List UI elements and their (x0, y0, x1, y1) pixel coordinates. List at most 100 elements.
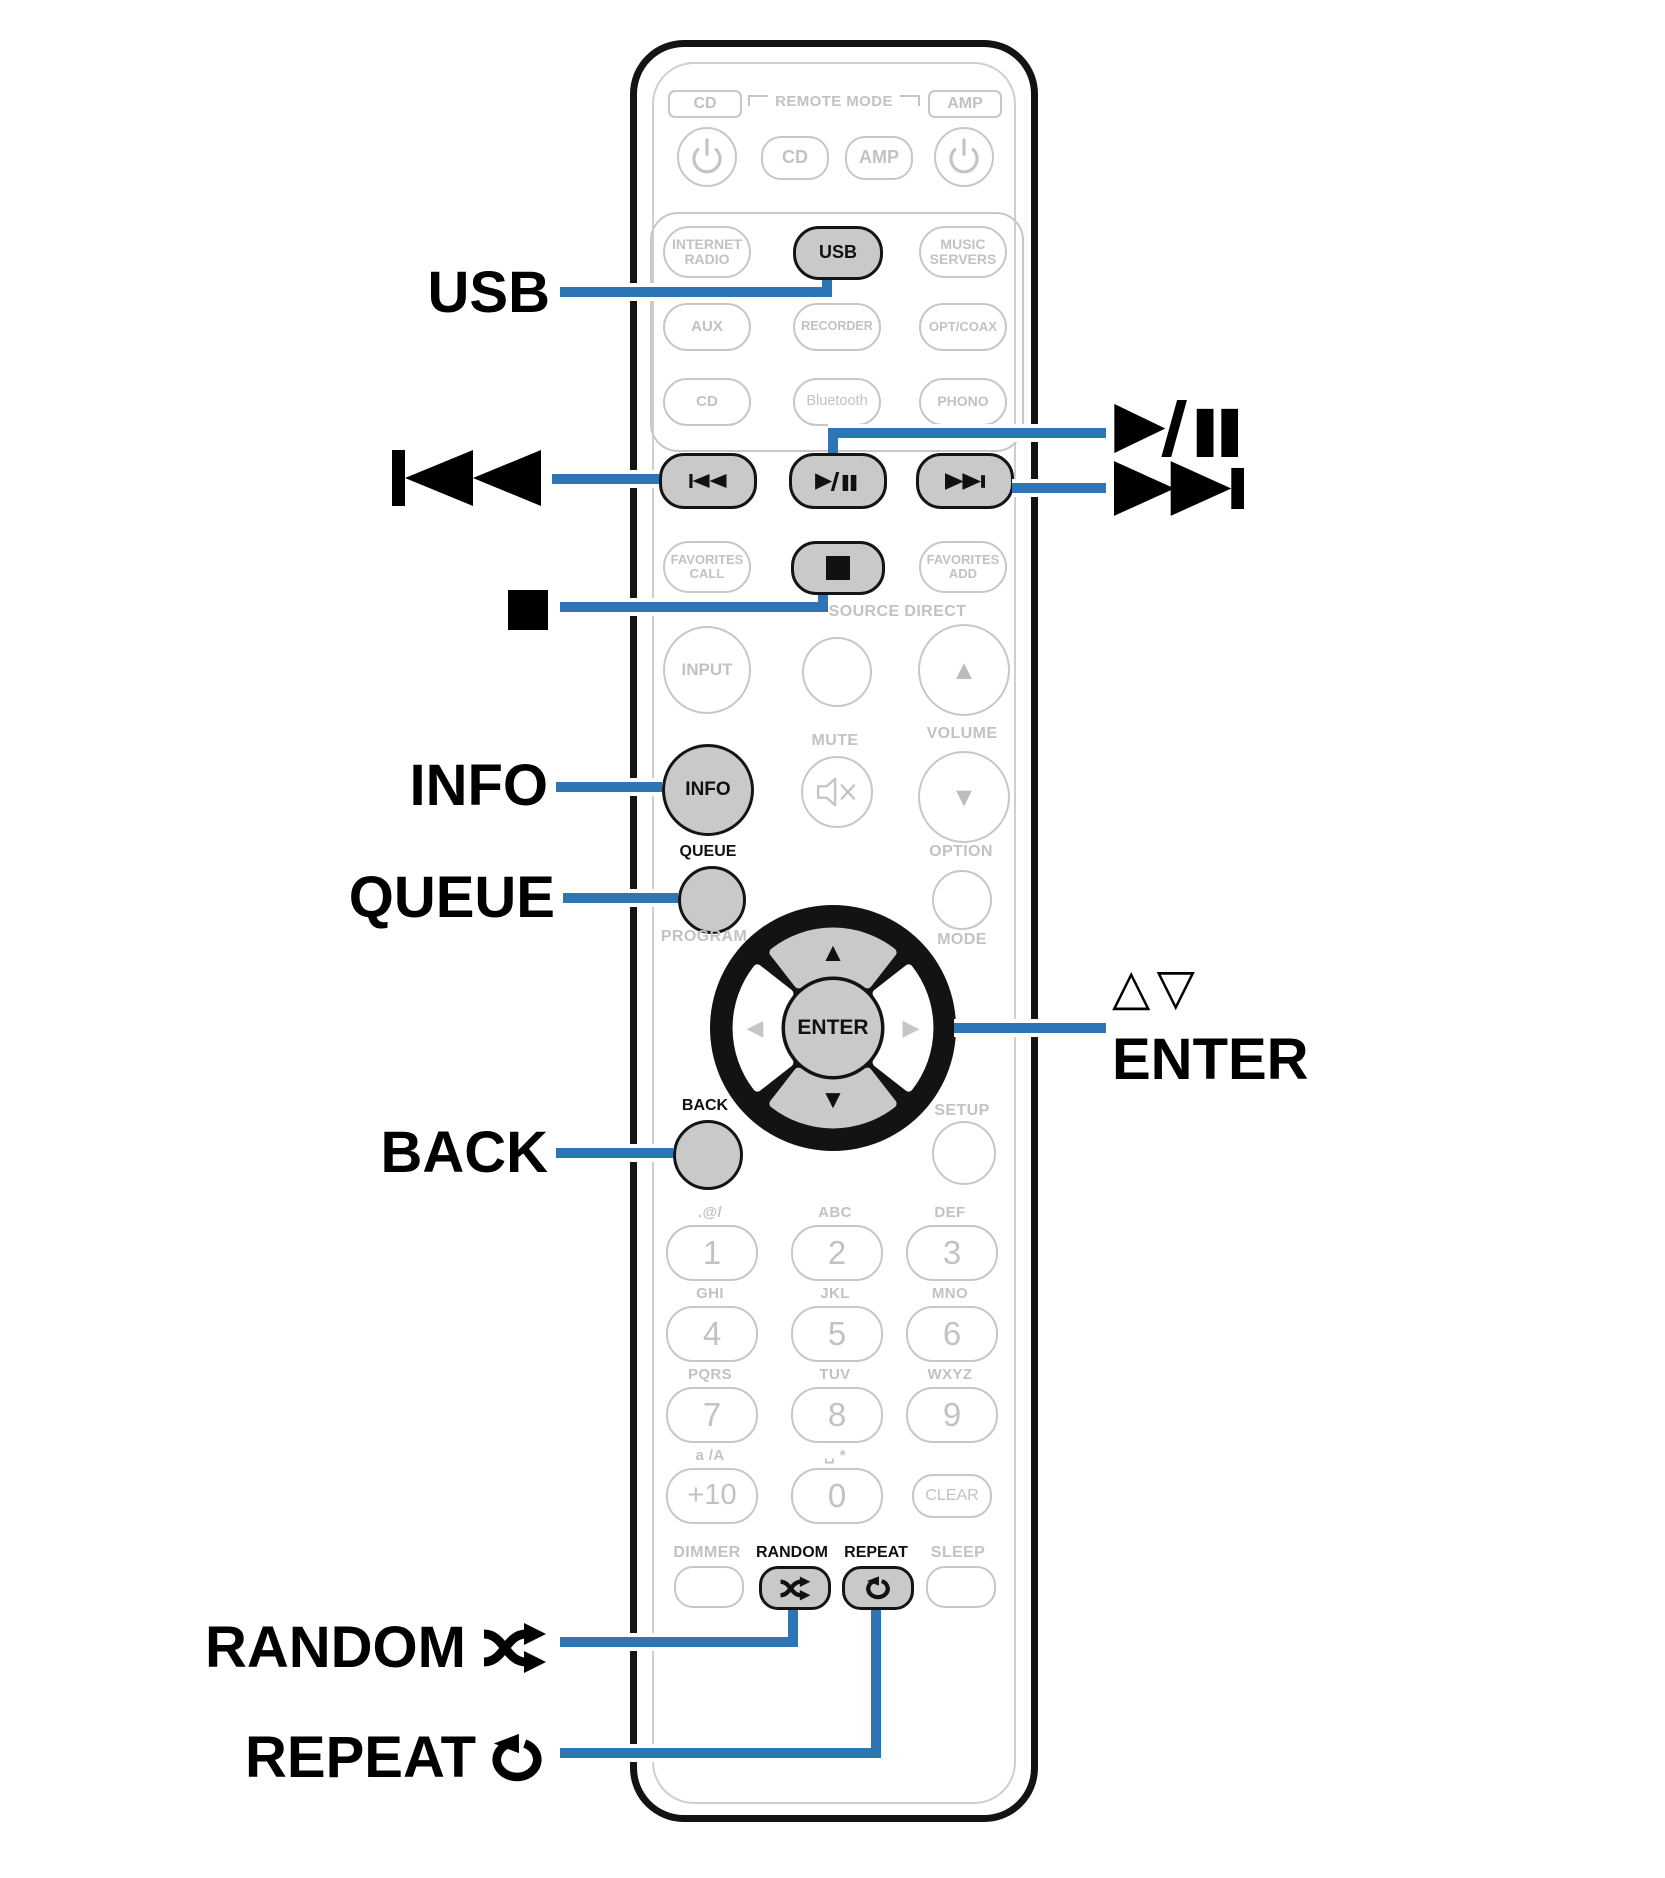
skip-forward-button[interactable] (916, 453, 1014, 509)
skip-forward-callout-icon (1114, 461, 1244, 521)
dpad-left-button[interactable]: ◀ (746, 1015, 764, 1040)
repeat-callout-line (560, 1748, 881, 1758)
key-9-button[interactable]: 9 (906, 1387, 998, 1443)
key-1-button[interactable]: 1 (666, 1225, 758, 1281)
volume-down-button[interactable]: ▼ (918, 751, 1010, 843)
recorder-button[interactable]: RECORDER (793, 303, 881, 351)
phono-button[interactable]: PHONO (919, 378, 1007, 426)
back-callout-label: BACK (380, 1120, 548, 1185)
power-icon (946, 137, 982, 177)
play-pause-button[interactable] (789, 453, 887, 509)
mute-icon (816, 775, 858, 809)
program-label: PROGRAM (660, 928, 748, 945)
cd-source-button[interactable]: CD (663, 378, 751, 426)
queue-callout-line (563, 893, 678, 903)
queue-button[interactable] (678, 866, 746, 934)
internet-radio-button[interactable]: INTERNET RADIO (663, 226, 751, 278)
key-letters: a /A (695, 1446, 725, 1464)
stop-icon (826, 556, 850, 580)
dpad-right-wedge (872, 964, 934, 1092)
stop-button[interactable] (791, 541, 885, 595)
repeat-button[interactable] (842, 1566, 914, 1610)
enter-callout-label: ENTER (1112, 1027, 1309, 1092)
usb-callout-line (560, 287, 832, 297)
option-label: OPTION (929, 843, 993, 860)
usb-callout-line (822, 280, 832, 297)
repeat-button-label: REPEAT (844, 1544, 908, 1561)
random-callout-line (788, 1610, 798, 1647)
bluetooth-button[interactable]: Bluetooth (793, 378, 881, 426)
volume-down-icon: ▼ (950, 781, 978, 812)
key-5-button[interactable]: 5 (791, 1306, 883, 1362)
favorites-add-button[interactable]: FAVORITES ADD (919, 541, 1007, 593)
stop-callout-line (818, 595, 828, 612)
key-6-button[interactable]: 6 (906, 1306, 998, 1362)
power-icon (689, 137, 725, 177)
random-callout-line (560, 1637, 798, 1647)
key-letters: MNO (931, 1284, 969, 1302)
key-letters: JKL (820, 1284, 850, 1302)
dpad-right-button[interactable]: ▶ (902, 1015, 920, 1040)
dimmer-label: DIMMER (673, 1544, 741, 1561)
dpad-down-wedge (769, 1067, 897, 1129)
back-button[interactable] (673, 1120, 743, 1190)
favorites-call-button[interactable]: FAVORITES CALL (663, 541, 751, 593)
mute-button[interactable] (801, 756, 873, 828)
skip-forward-icon (945, 473, 985, 490)
usb-callout-label: USB (427, 260, 550, 325)
remote-mode-text: REMOTE MODE (775, 93, 893, 110)
usb-button[interactable]: USB (793, 226, 883, 280)
aux-button[interactable]: AUX (663, 303, 751, 351)
remote-mode-label: REMOTE MODE (738, 92, 930, 112)
key-8-button[interactable]: 8 (791, 1387, 883, 1443)
enter-callout-line (954, 1023, 1106, 1033)
repeat-callout-label: REPEAT (220, 1726, 548, 1790)
input-button[interactable]: INPUT (663, 626, 751, 714)
play-pause-callout-line (828, 438, 838, 453)
play-pause-callout-line (828, 428, 1106, 438)
setup-label: SETUP (934, 1102, 990, 1119)
music-servers-button[interactable]: MUSIC SERVERS (919, 226, 1007, 278)
key-3-button[interactable]: 3 (906, 1225, 998, 1281)
dpad-left-wedge (732, 964, 794, 1092)
setup-button[interactable] (932, 1121, 996, 1185)
play-pause-callout-icon (1114, 400, 1252, 462)
key-0-button[interactable]: 0 (791, 1468, 883, 1524)
cd-power-button[interactable] (677, 127, 737, 187)
key-plus10-button[interactable]: +10 (666, 1468, 758, 1524)
dimmer-button[interactable] (674, 1566, 744, 1608)
shuffle-callout-icon (482, 1620, 548, 1676)
volume-label: VOLUME (926, 725, 998, 742)
mute-label: MUTE (811, 732, 859, 749)
shuffle-icon (779, 1575, 812, 1602)
random-button[interactable] (759, 1566, 831, 1610)
remote-mode-cd-button[interactable]: CD (761, 136, 829, 180)
dpad-up-button[interactable]: ▲ (820, 936, 846, 967)
option-button[interactable] (932, 870, 992, 930)
cursor-callout-label: △▽ (1112, 959, 1201, 1015)
stop-callout-icon (508, 590, 548, 630)
amp-power-button[interactable] (934, 127, 994, 187)
enter-button[interactable]: ENTER (785, 980, 881, 1076)
remote-mode-amp-button[interactable]: AMP (845, 136, 913, 180)
opt-coax-button[interactable]: OPT/COAX (919, 303, 1007, 351)
dpad-down-button[interactable]: ▼ (820, 1083, 846, 1114)
key-7-button[interactable]: 7 (666, 1387, 758, 1443)
key-4-button[interactable]: 4 (666, 1306, 758, 1362)
info-button[interactable]: INFO (662, 744, 754, 836)
remote-mode-bracket-left (748, 95, 769, 106)
skip-back-button[interactable] (659, 453, 757, 509)
key-letters: DEF (934, 1203, 966, 1221)
source-direct-label: SOURCE DIRECT (828, 603, 967, 620)
key-letters: ␣ * (824, 1447, 846, 1464)
info-callout-label: INFO (409, 753, 548, 818)
sleep-button[interactable] (926, 1566, 996, 1608)
volume-up-button[interactable]: ▲ (918, 624, 1010, 716)
key-2-button[interactable]: 2 (791, 1225, 883, 1281)
source-direct-button[interactable] (802, 637, 872, 707)
random-callout-label: RANDOM (150, 1616, 548, 1680)
repeat-callout-line (871, 1610, 881, 1758)
remote-mode-bracket-right (899, 95, 920, 106)
clear-button[interactable]: CLEAR (912, 1474, 992, 1518)
